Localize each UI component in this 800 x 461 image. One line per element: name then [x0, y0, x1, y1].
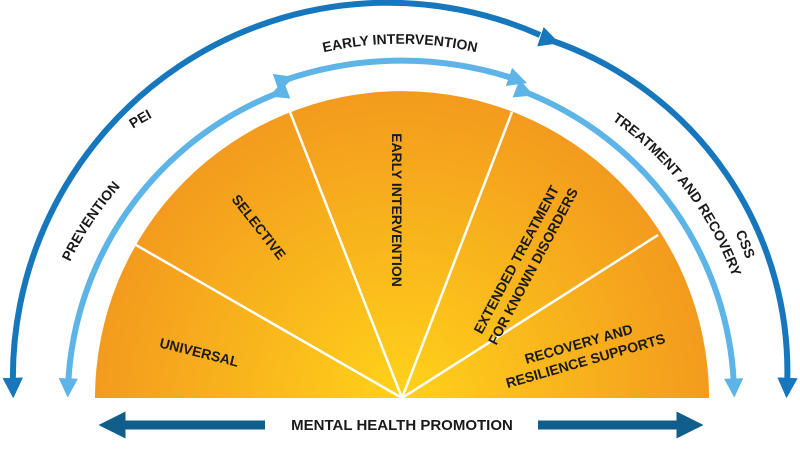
- bottom-label: MENTAL HEALTH PROMOTION: [291, 417, 513, 434]
- inner-label-left: PREVENTION: [58, 178, 122, 263]
- outer-arc-left: [2, 0, 542, 399]
- divider-line-2: [288, 111, 404, 399]
- inner-arc: [58, 57, 744, 398]
- inner-arc-top: [272, 57, 528, 93]
- inner-arc-right: [512, 79, 744, 398]
- outer-label-left: PEI: [126, 106, 154, 131]
- divider-line-3: [400, 111, 514, 399]
- inner-label-top: EARLY INTERVENTION: [321, 31, 479, 56]
- segment-label-early-intervention: EARLY INTERVENTION: [389, 133, 405, 287]
- inner-arc-left: [58, 80, 291, 398]
